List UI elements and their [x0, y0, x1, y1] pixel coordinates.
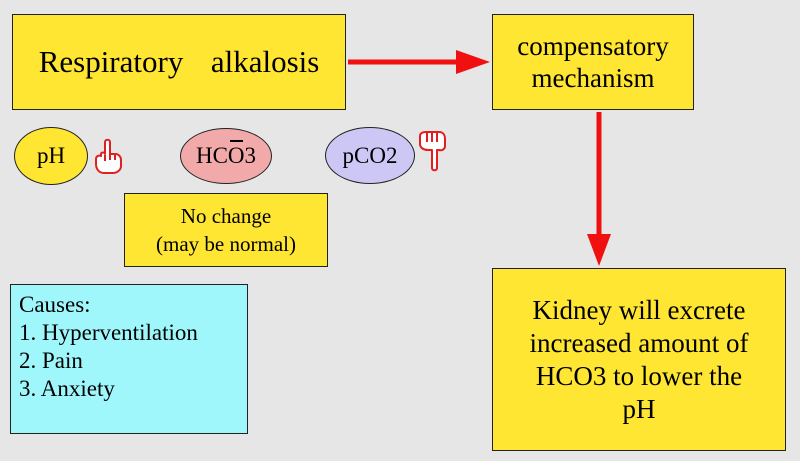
- diagram-title: Respiratory alkalosis: [38, 44, 320, 79]
- bicarbonate-oval: HCO3: [180, 128, 272, 184]
- bicarbonate-overbar-letter: O: [227, 140, 245, 168]
- arrow-down: [587, 112, 611, 266]
- cause-item: 3. Anxiety: [19, 376, 115, 401]
- ph-oval: pH: [14, 127, 88, 185]
- compensatory-line-1: compensatory: [517, 31, 669, 61]
- no-change-line-2: (may be normal): [156, 232, 296, 256]
- kidney-line-1: Kidney will excrete: [532, 294, 746, 325]
- kidney-line-3: HCO3 to lower the: [535, 360, 743, 391]
- bicarbonate-label: HCO3: [195, 140, 257, 169]
- pco2-label: pCO2: [342, 142, 398, 168]
- bicarbonate-prefix: HC: [195, 143, 228, 168]
- compensatory-line-2: mechanism: [531, 63, 655, 93]
- cause-item: 1. Hyperventilation: [19, 320, 198, 345]
- kidney-line-4: pH: [622, 393, 656, 424]
- causes-heading: Causes:: [19, 292, 91, 317]
- compensatory-mechanism-box: compensatory mechanism: [492, 14, 694, 110]
- kidney-excretion-box: Kidney will excrete increased amount of …: [492, 268, 786, 451]
- causes-box: Causes: 1. Hyperventilation 2. Pain 3. A…: [10, 284, 248, 434]
- hand-pointing-down-icon: [419, 131, 446, 172]
- hand-pointing-up-icon: [95, 138, 122, 174]
- ph-label: pH: [36, 143, 66, 168]
- title-box: Respiratory alkalosis: [12, 14, 346, 110]
- cause-item: 2. Pain: [19, 348, 83, 373]
- arrow-right: [348, 50, 490, 74]
- no-change-line-1: No change: [180, 204, 272, 228]
- pco2-oval: pCO2: [325, 127, 415, 184]
- kidney-line-2: increased amount of: [529, 327, 749, 358]
- no-change-box: No change (may be normal): [124, 193, 328, 267]
- bicarbonate-suffix: 3: [244, 143, 257, 168]
